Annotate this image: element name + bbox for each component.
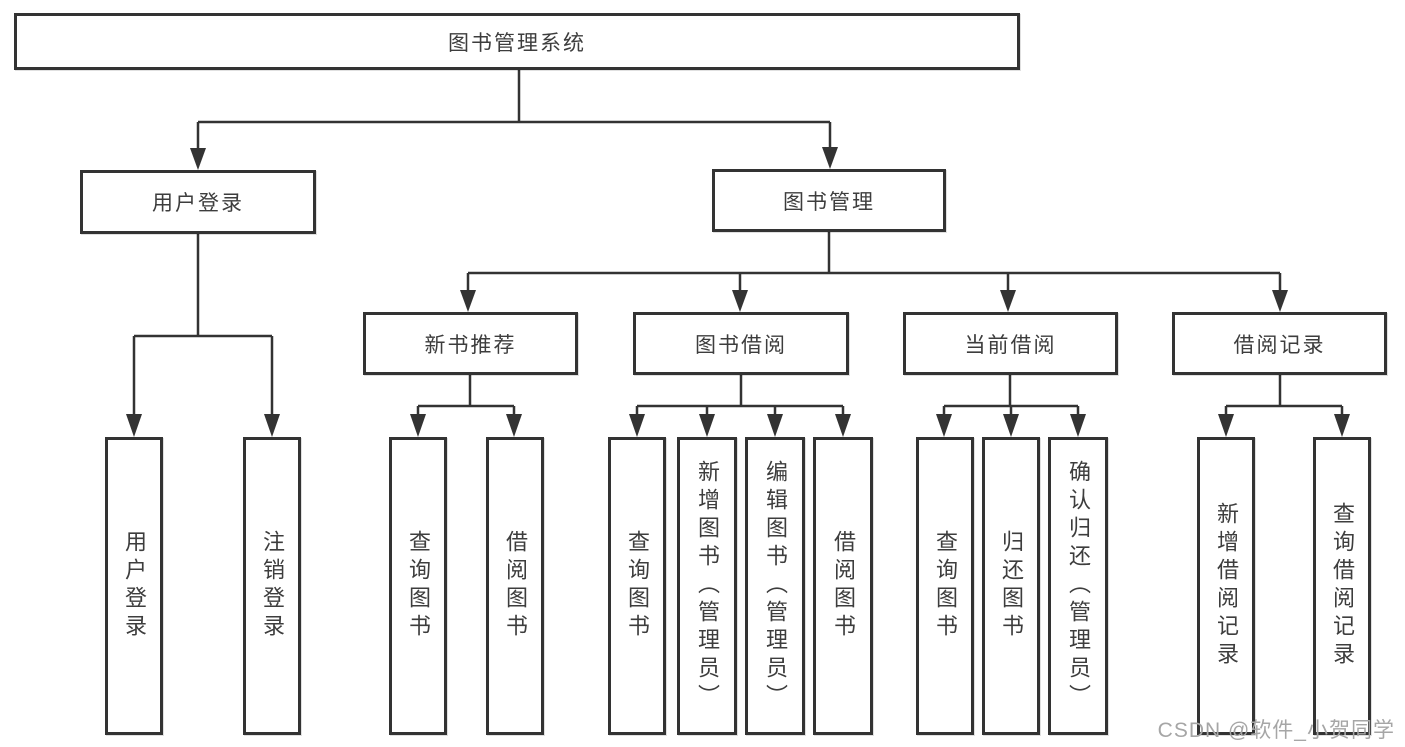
connector-root-to-level2: [196, 70, 832, 150]
node-leaf-borrow-books: 借阅图书: [813, 437, 873, 735]
arrowheads: [126, 147, 1350, 437]
node-library-management-system: 图书管理系统: [14, 13, 1020, 70]
node-leaf-query-borrow-record: 查询借阅记录: [1313, 437, 1371, 735]
node-borrow-records: 借阅记录: [1172, 312, 1387, 375]
connector-book-borrow-children: [635, 375, 845, 416]
node-leaf-add-borrow-record: 新增借阅记录: [1197, 437, 1255, 735]
node-leaf-query-books-borrow: 查询图书: [608, 437, 666, 735]
node-user-login: 用户登录: [80, 170, 316, 234]
node-leaf-query-books-recommend: 查询图书: [389, 437, 447, 735]
connector-user-login-children: [132, 234, 274, 416]
node-current-borrow: 当前借阅: [903, 312, 1118, 375]
node-leaf-borrow-books-recommend: 借阅图书: [486, 437, 544, 735]
node-leaf-confirm-return-admin: 确认归还（管理员）: [1048, 437, 1108, 735]
connector-borrow-records-children: [1224, 375, 1344, 416]
node-leaf-user-login: 用户登录: [105, 437, 163, 735]
node-leaf-logout: 注销登录: [243, 437, 301, 735]
node-leaf-return-books: 归还图书: [982, 437, 1040, 735]
node-new-book-recommend: 新书推荐: [363, 312, 578, 375]
connector-current-borrow-children: [942, 375, 1080, 416]
node-book-management: 图书管理: [712, 169, 946, 232]
connector-new-book-children: [416, 375, 516, 416]
node-book-borrow: 图书借阅: [633, 312, 849, 375]
csdn-watermark: CSDN @软件_小贺同学: [1157, 719, 1395, 742]
node-leaf-add-books-admin: 新增图书（管理员）: [677, 437, 737, 735]
node-leaf-query-books-current: 查询图书: [916, 437, 974, 735]
connector-book-mgmt-children: [466, 232, 1282, 291]
node-leaf-edit-books-admin: 编辑图书（管理员）: [745, 437, 805, 735]
